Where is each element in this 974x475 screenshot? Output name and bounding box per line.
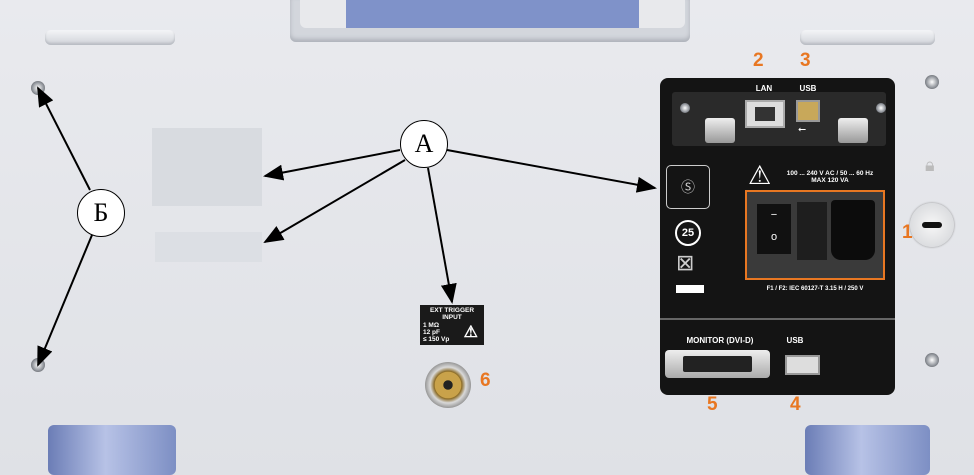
certification-marks: Ⓢ — [666, 165, 710, 209]
dvi-port[interactable] — [665, 350, 770, 378]
callout-b: Б — [77, 189, 125, 237]
trigger-spec: ≤ 150 Vp — [423, 336, 450, 343]
fuse-holder[interactable] — [797, 202, 827, 260]
callout-5: 5 — [707, 394, 718, 415]
callout-3: 3 — [800, 50, 811, 71]
ext-trigger-label: EXT TRIGGER INPUT 1 MΩ 12 pF ≤ 150 Vp ⚠ — [420, 305, 484, 345]
callout-4: 4 — [790, 394, 801, 415]
power-inlet[interactable] — [831, 200, 875, 260]
usb-icon: ⭠ — [798, 124, 806, 135]
callout-a: А — [400, 120, 448, 168]
vent-slot-left — [45, 30, 175, 45]
callout-6: 6 — [480, 370, 491, 391]
panel-divider — [660, 318, 895, 320]
power-switch[interactable]: −o — [757, 204, 791, 254]
module-latch-right[interactable] — [838, 118, 868, 143]
white-strip — [676, 285, 704, 293]
bnc-connector[interactable] — [425, 362, 471, 408]
foot-left — [48, 425, 176, 475]
arrow-a-3 — [427, 167, 457, 304]
screw-icon — [680, 103, 690, 113]
warning-icon: ⚠ — [748, 160, 772, 190]
monitor-label: MONITOR (DVI-D) — [686, 336, 754, 345]
rohs-25-icon: 25 — [675, 220, 701, 246]
carry-handle[interactable] — [300, 0, 685, 28]
screw-icon — [925, 75, 939, 89]
usb-bottom-label: USB — [786, 336, 804, 345]
lan-label: LAN — [755, 84, 773, 93]
usb-a-port[interactable] — [785, 355, 820, 375]
label-area-upper — [152, 128, 262, 206]
module-latch-left[interactable] — [705, 118, 735, 143]
callout-2: 2 — [753, 50, 764, 71]
lock-icon: 🔒︎ — [925, 155, 935, 175]
arrow-b-1 — [37, 86, 91, 191]
usb-b-port[interactable] — [796, 100, 820, 122]
screw-icon — [876, 103, 886, 113]
arrow-b-2 — [37, 234, 93, 367]
power-rating-text: 100 ... 240 V AC / 50 ... 60 Hz — [786, 170, 874, 177]
arrow-a-1 — [263, 149, 401, 181]
trigger-subtitle: INPUT — [442, 314, 462, 321]
callout-1: 1 — [902, 222, 913, 243]
kensington-lock[interactable] — [910, 203, 954, 247]
trigger-spec: 1 MΩ — [423, 322, 440, 329]
warning-icon: ⚠ — [463, 324, 478, 341]
arrow-a-2 — [263, 159, 406, 244]
vent-slot-right — [800, 30, 935, 45]
arrow-a-4 — [446, 149, 657, 193]
trigger-title: EXT TRIGGER — [429, 307, 475, 314]
power-block: −o — [745, 190, 885, 280]
label-area-lower — [155, 232, 262, 262]
power-max-text: MAX 120 VA — [811, 177, 849, 184]
lan-port[interactable] — [745, 100, 785, 128]
foot-right — [805, 425, 930, 475]
trigger-spec: 12 pF — [423, 329, 440, 336]
screw-icon — [925, 353, 939, 367]
fuse-label: F1 / F2: IEC 60127-T 3.15 H / 250 V — [766, 286, 864, 292]
usb-top-label: USB — [799, 84, 817, 93]
weee-bin-icon: ⊠ — [676, 250, 695, 275]
power-rating: 100 ... 240 V AC / 50 ... 60 Hz MAX 120 … — [775, 170, 885, 184]
